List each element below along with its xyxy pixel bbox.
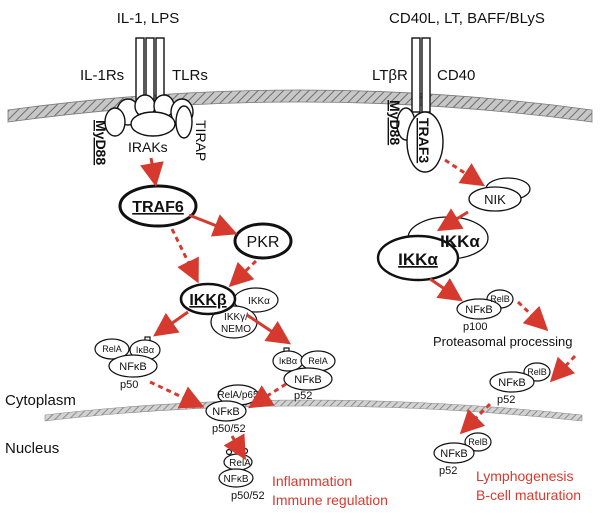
complex-center — [272, 347, 336, 391]
complex-cyto-right-sub: p52 — [497, 394, 515, 406]
arrow-processing-to-p52 — [549, 354, 577, 383]
nfkb-shape — [283, 367, 333, 391]
complex-center-sub: p52 — [294, 390, 312, 402]
ltbr-label: LTβR — [372, 67, 408, 84]
arrow-traf3-to-nik — [444, 158, 486, 187]
nfkb-shape — [489, 371, 535, 393]
right-receptor-complex — [396, 37, 444, 173]
solid-arrows — [140, 157, 469, 345]
arrow-pkr-to-ikkb — [228, 259, 258, 288]
myd88-right-label: MyD88 — [387, 100, 403, 145]
arrow-traf6-to-pkr — [188, 213, 238, 237]
traf3-shape — [406, 111, 444, 173]
complex-nuc-right-relb: RelB — [468, 437, 488, 447]
tirap-shape — [175, 105, 193, 139]
complex-translocating-nfkb: NFκB — [212, 406, 240, 418]
ikkg-label-line2: NEMO — [221, 324, 251, 335]
arrow-p52-into-nucleus — [459, 402, 492, 435]
complex-left-ikba: IκBα — [136, 345, 154, 355]
myd88-shape-left — [104, 107, 126, 137]
complex-p100-relb: RelB — [490, 294, 510, 304]
stimulus-right-label: CD40L, LT, BAFF/BLyS — [389, 10, 545, 27]
nfkb-shape — [108, 354, 158, 378]
ikka-dimer-shape-front — [376, 234, 460, 282]
arrow-ikka-to-p100 — [429, 277, 463, 302]
ikk-complex — [179, 282, 279, 339]
pkr-node — [233, 222, 293, 260]
complex-left-rela: RelA — [102, 344, 122, 354]
outcome-left-line2: Immune regulation — [272, 492, 388, 508]
nik-node — [468, 177, 531, 212]
outcome-right-line2: B-cell maturation — [476, 487, 581, 503]
complex-nuc-right-sub: p52 — [439, 465, 457, 477]
irak-label: IRAKs — [128, 139, 168, 155]
complex-cyto-right-relb: RelB — [527, 367, 547, 377]
complex-p100-sub: p100 — [463, 321, 487, 333]
ikkg-label-line1: IKKγ/ — [224, 312, 248, 323]
il1rs-label: IL-1Rs — [80, 67, 124, 84]
arrow-translocating-to-nuc — [223, 433, 247, 461]
rela-shape — [94, 338, 130, 360]
myd88-left-label: MyD88 — [93, 120, 109, 165]
nfkb-shape — [456, 298, 502, 320]
complex-nuc-right — [433, 432, 492, 464]
receptor-stalk — [421, 37, 431, 113]
arrow-ikkb-to-center-complex — [246, 313, 291, 345]
complex-translocating-rela: RelA/p65 — [217, 390, 259, 401]
complex-nuc-left-sub: p50/52 — [231, 490, 265, 502]
nfkb-shape — [433, 442, 475, 464]
complex-p100-nfkb: NFκB — [465, 304, 493, 316]
complex-nuc-right-nfkb: NFκB — [440, 448, 468, 460]
tirap-label: TIRAP — [193, 120, 209, 161]
traf3-label: TRAF3 — [416, 118, 432, 163]
ikkb-shape — [179, 282, 237, 316]
traf6-label: TRAF6 — [132, 199, 184, 216]
arrow-nik-to-ikka — [436, 208, 469, 232]
pkr-label: PKR — [247, 234, 280, 251]
tlrs-label: TLRs — [172, 67, 208, 84]
arrow-ikkb-to-left-complex — [153, 310, 189, 337]
nik-label: NIK — [484, 192, 506, 207]
nucleus-label: Nucleus — [5, 440, 59, 457]
complex-left-nfkb: NFκB — [119, 361, 147, 373]
outcome-left-line1: Inflammation — [272, 473, 352, 489]
dotted-arrows — [149, 158, 577, 461]
arrow-traf6-to-ikkb — [170, 228, 199, 284]
outcome-right-line1: Lymphogenesis — [476, 468, 574, 484]
cd40-label: CD40 — [437, 67, 475, 84]
complex-p100 — [456, 289, 514, 320]
plasma-membrane — [7, 89, 593, 123]
stimulus-left-label: IL-1, LPS — [117, 10, 180, 27]
arrow-left-complex-to-nucleus — [149, 380, 205, 409]
ikka-dimer-label-1: IKKα — [398, 250, 438, 269]
ikka-small-label: IKKα — [248, 296, 270, 307]
arrow-center-complex-to-nucleus — [247, 382, 287, 409]
ikkb-label: IKKβ — [189, 292, 227, 309]
proteasomal-label: Proteasomal processing — [433, 334, 572, 349]
arrow-irak-to-traf6 — [140, 157, 164, 187]
complex-cyto-right-nfkb: NFκB — [498, 377, 526, 389]
left-receptor-complex — [104, 37, 194, 139]
complex-nuc-left-rela: RelA — [229, 458, 251, 469]
nfkb-shape — [218, 468, 254, 488]
ikka-dimer-label-2: IKKα — [440, 232, 480, 251]
complex-translocating-sub: p50/52 — [212, 423, 246, 435]
complex-left — [94, 336, 161, 378]
complex-left-sub: p50 — [120, 379, 138, 391]
complex-nuc-left-nfkb: NFκB — [224, 474, 249, 485]
dna-bead — [225, 448, 233, 456]
complex-center-rela: RelA — [308, 356, 328, 366]
receptor-stalk — [411, 37, 421, 113]
arrow-p100-to-processing — [516, 300, 549, 332]
irak-complex-shape — [130, 111, 176, 137]
cytoplasm-label: Cytoplasm — [5, 392, 76, 409]
ikka-dimer — [376, 216, 489, 282]
nik-shape-front — [468, 186, 522, 212]
complex-center-ikba: IκBα — [279, 356, 297, 366]
nfkb-shape — [205, 400, 247, 422]
complex-center-nfkb: NFκB — [294, 374, 322, 386]
